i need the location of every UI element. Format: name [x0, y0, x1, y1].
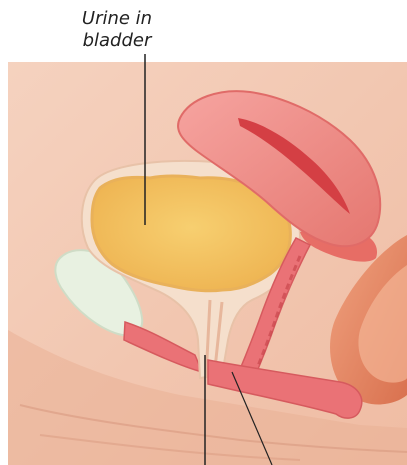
urine-in-bladder-label: Urine in bladder [62, 8, 172, 52]
